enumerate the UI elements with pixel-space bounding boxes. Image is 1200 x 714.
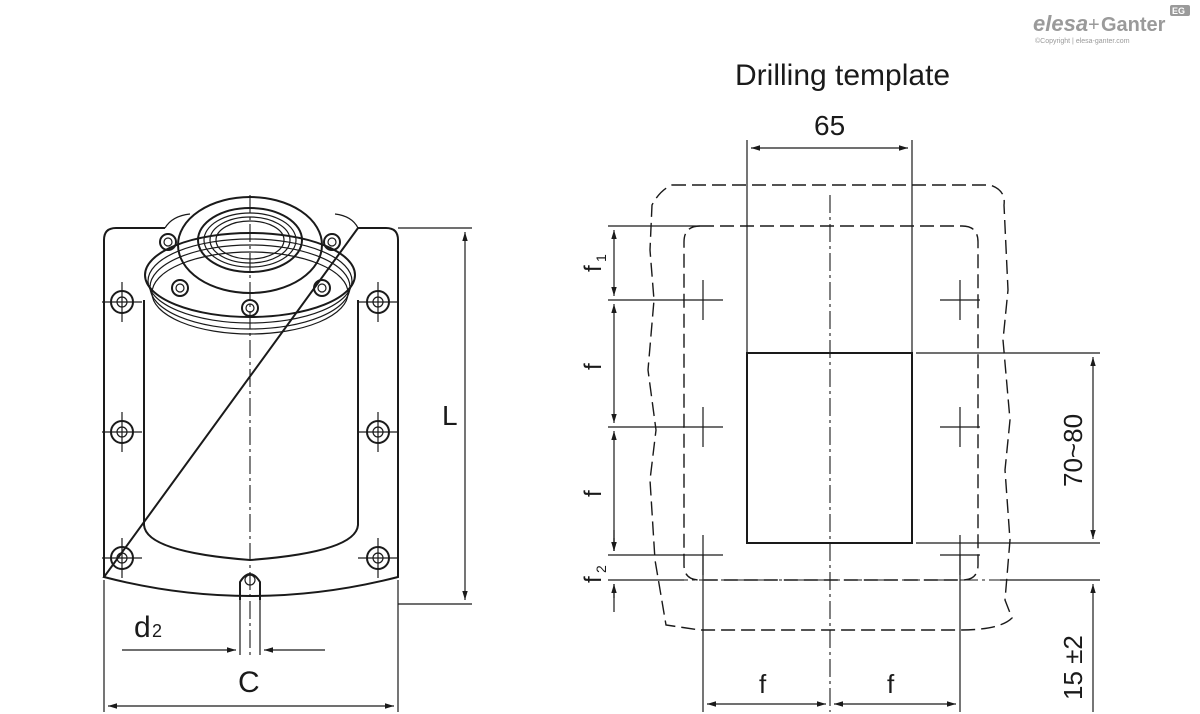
dim-f1-subscript: 1	[593, 254, 609, 262]
dim-C-label: C	[238, 666, 260, 699]
dim-L-extension	[398, 227, 472, 605]
inner-contour	[683, 225, 979, 581]
brand-logo: elesa + Ganter EG ©Copyright | elesa-gan…	[1033, 5, 1190, 45]
bottom-dim-extensions	[702, 555, 961, 712]
outer-contour	[647, 184, 1013, 631]
brand-badge-box	[1170, 5, 1190, 16]
brand-name-elesa: elesa	[1033, 11, 1088, 36]
housing-outline	[102, 227, 399, 597]
brand-badge: EG	[1172, 6, 1185, 16]
housing-top-arc	[164, 213, 359, 229]
dim-65-label: 65	[814, 110, 845, 141]
dim-f2-subscript: 2	[593, 565, 609, 573]
front-view: L d 2 C	[102, 195, 472, 712]
mounting-holes	[102, 282, 398, 578]
dim-width-extension	[103, 580, 399, 712]
dim-f-bottom-right-label: f	[887, 669, 895, 699]
dim-65-extension	[746, 140, 913, 353]
hole-markers	[683, 280, 980, 575]
dim-d2-label: d	[134, 611, 151, 644]
dim-70-80-extension	[916, 352, 1100, 544]
dim-f-bottom-left-label: f	[759, 669, 767, 699]
drilling-template-title: Drilling template	[735, 59, 950, 92]
brand-plus: +	[1088, 14, 1100, 36]
brand-name-ganter: Ganter	[1101, 14, 1166, 36]
dim-15-label: 15 ±2	[1058, 635, 1088, 700]
drilling-template: Drilling template 65 f 1	[580, 59, 1100, 712]
dim-L-label: L	[442, 400, 458, 431]
cylinder-body	[143, 300, 359, 562]
dim-f2-label: f	[580, 576, 607, 583]
brand-copyright: ©Copyright | elesa-ganter.com	[1035, 37, 1130, 45]
dim-70-80-label: 70~80	[1058, 414, 1088, 487]
dim-f-upper-label: f	[580, 363, 607, 370]
left-dim-extensions	[608, 225, 700, 581]
dim-f1-label: f	[580, 265, 607, 272]
dim-C-extension	[239, 600, 261, 655]
dim-d2-subscript: 2	[152, 621, 162, 641]
dim-f-lower-label: f	[580, 490, 607, 497]
